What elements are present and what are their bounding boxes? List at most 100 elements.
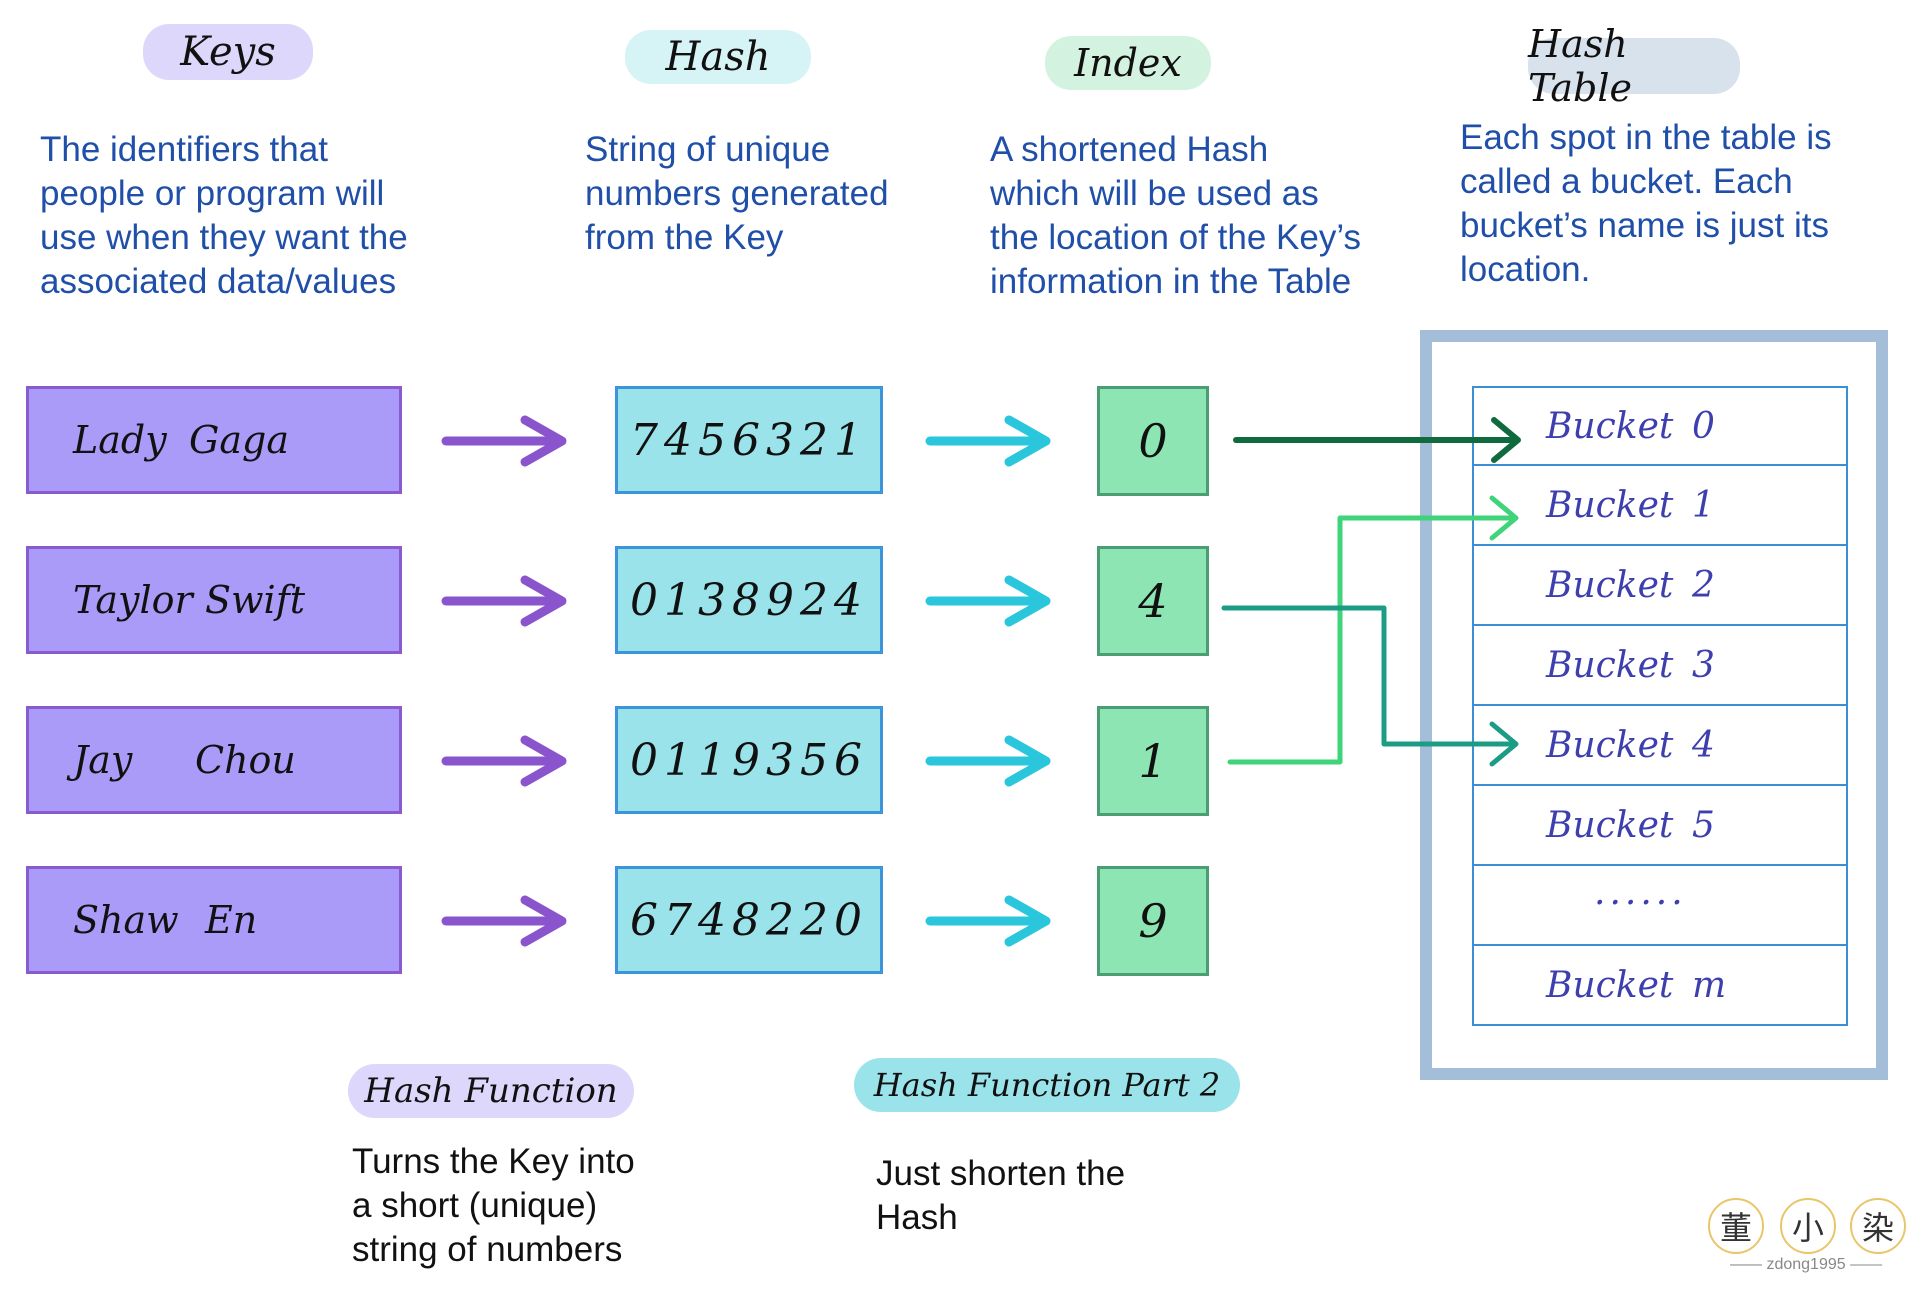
- key-last-name: En: [205, 898, 258, 942]
- bucket-label: Bucket: [1546, 484, 1674, 526]
- index-description-line: information in the Table: [990, 262, 1352, 301]
- hash-function-part-2-description-line: Hash: [876, 1198, 958, 1237]
- dark-green-arrow-index-0: [1233, 417, 1521, 463]
- hash-function-part-2-description-line: Just shorten the: [876, 1154, 1126, 1193]
- hash-function-description: Turns the Key into a short (unique) stri…: [352, 1140, 635, 1272]
- bucket-3: Bucket 3: [1472, 626, 1848, 706]
- key-box-lady-gaga: Lady Gaga: [26, 386, 402, 494]
- bucket-number: 0: [1692, 405, 1715, 447]
- purple-arrow-row-3: [441, 735, 567, 787]
- hash-value: 0138924: [630, 574, 868, 626]
- purple-arrow-row-2: [441, 575, 567, 627]
- teal-arrow-index-4: [1221, 605, 1519, 767]
- bucket-label: Bucket: [1546, 564, 1674, 606]
- bucket-number: 4: [1692, 724, 1715, 766]
- hash-function-part-2-title: Hash Function Part 2: [854, 1058, 1240, 1112]
- cyan-arrow-row-4: [925, 895, 1051, 947]
- index-description-line: which will be used as: [990, 174, 1319, 213]
- keys-description-line: people or program will: [40, 174, 385, 213]
- hash-description: String of unique numbers generated from …: [585, 128, 889, 260]
- bucket-number: m: [1692, 964, 1727, 1006]
- bucket-0: Bucket 0: [1472, 386, 1848, 466]
- hash-function-description-line: a short (unique): [352, 1186, 598, 1225]
- index-description-line: A shortened Hash: [990, 130, 1269, 169]
- key-box-jay-chou: Jay Chou: [26, 706, 402, 814]
- green-arrow-index-1: [1227, 495, 1519, 765]
- bucket-label: Bucket: [1546, 644, 1674, 686]
- watermark-handle: —— zdong1995 ——: [1730, 1256, 1882, 1274]
- bucket-label: Bucket: [1546, 964, 1674, 1006]
- keys-description: The identifiers that people or program w…: [40, 128, 408, 304]
- hash-description-line: numbers generated: [585, 174, 889, 213]
- watermark-dash-right: ——: [1845, 1256, 1883, 1273]
- bucket-2: Bucket 2: [1472, 546, 1848, 626]
- index-box-row-4: 9: [1097, 866, 1209, 976]
- bucket-number: 3: [1692, 644, 1715, 686]
- hash-box-row-1: 7456321: [615, 386, 883, 494]
- hash-value: 7456321: [630, 414, 868, 466]
- hash-description-line: from the Key: [585, 218, 784, 257]
- hash-description-line: String of unique: [585, 130, 831, 169]
- cyan-arrow-row-3: [925, 735, 1051, 787]
- hash-function-title: Hash Function: [348, 1064, 634, 1118]
- key-last-name: Swift: [205, 578, 306, 622]
- key-last-name: Chou: [195, 738, 296, 782]
- cyan-arrow-row-2: [925, 575, 1051, 627]
- index-value: 1: [1138, 734, 1168, 788]
- key-box-taylor-swift: Taylor Swift: [26, 546, 402, 654]
- table-description-line: called a bucket. Each: [1460, 162, 1793, 201]
- key-first-name: Taylor: [73, 578, 193, 622]
- hash-value: 0119356: [630, 734, 868, 786]
- hash-title: Hash: [625, 30, 811, 84]
- hash-function-part-2-description: Just shorten the Hash: [876, 1152, 1125, 1240]
- bucket-ellipsis-dots: ......: [1594, 872, 1687, 913]
- bucket-1: Bucket 1: [1472, 466, 1848, 546]
- watermark-seal-3: 染: [1850, 1198, 1906, 1254]
- watermark-seal-1: 董: [1708, 1198, 1764, 1254]
- hash-function-description-line: string of numbers: [352, 1230, 623, 1269]
- bucket-4: Bucket 4: [1472, 706, 1848, 786]
- index-description: A shortened Hash which will be used as t…: [990, 128, 1361, 304]
- key-first-name: Shaw: [73, 898, 179, 942]
- bucket-number: 2: [1692, 564, 1715, 606]
- hash-function-description-line: Turns the Key into: [352, 1142, 635, 1181]
- bucket-label: Bucket: [1546, 724, 1674, 766]
- table-description: Each spot in the table is called a bucke…: [1460, 116, 1832, 292]
- index-value: 4: [1138, 574, 1168, 628]
- bucket-ellipsis: ......: [1472, 866, 1848, 946]
- key-first-name: Jay: [73, 738, 133, 782]
- hash-box-row-2: 0138924: [615, 546, 883, 654]
- table-description-line: bucket’s name is just its: [1460, 206, 1829, 245]
- bucket-m: Bucket m: [1472, 946, 1848, 1026]
- hash-value: 6748220: [630, 894, 868, 946]
- bucket-number: 5: [1692, 804, 1715, 846]
- key-last-name: Gaga: [189, 418, 289, 462]
- index-box-row-3: 1: [1097, 706, 1209, 816]
- purple-arrow-row-4: [441, 895, 567, 947]
- keys-title: Keys: [143, 24, 313, 80]
- cyan-arrow-row-1: [925, 415, 1051, 467]
- index-description-line: the location of the Key’s: [990, 218, 1361, 257]
- bucket-number: 1: [1692, 484, 1715, 526]
- watermark-handle-text: zdong1995: [1766, 1256, 1846, 1273]
- index-value: 0: [1138, 414, 1168, 468]
- index-value: 9: [1138, 894, 1168, 948]
- keys-description-line: use when they want the: [40, 218, 408, 257]
- table-description-line: location.: [1460, 250, 1591, 289]
- keys-description-line: associated data/values: [40, 262, 397, 301]
- keys-description-line: The identifiers that: [40, 130, 328, 169]
- watermark-seal-2: 小: [1780, 1198, 1836, 1254]
- bucket-5: Bucket 5: [1472, 786, 1848, 866]
- key-first-name: Lady: [73, 418, 167, 462]
- index-title: Index: [1045, 36, 1211, 90]
- index-box-row-2: 4: [1097, 546, 1209, 656]
- hash-box-row-4: 6748220: [615, 866, 883, 974]
- bucket-label: Bucket: [1546, 405, 1674, 447]
- hash-box-row-3: 0119356: [615, 706, 883, 814]
- index-box-row-1: 0: [1097, 386, 1209, 496]
- key-box-shaw-en: Shaw En: [26, 866, 402, 974]
- bucket-label: Bucket: [1546, 804, 1674, 846]
- table-description-line: Each spot in the table is: [1460, 118, 1832, 157]
- purple-arrow-row-1: [441, 415, 567, 467]
